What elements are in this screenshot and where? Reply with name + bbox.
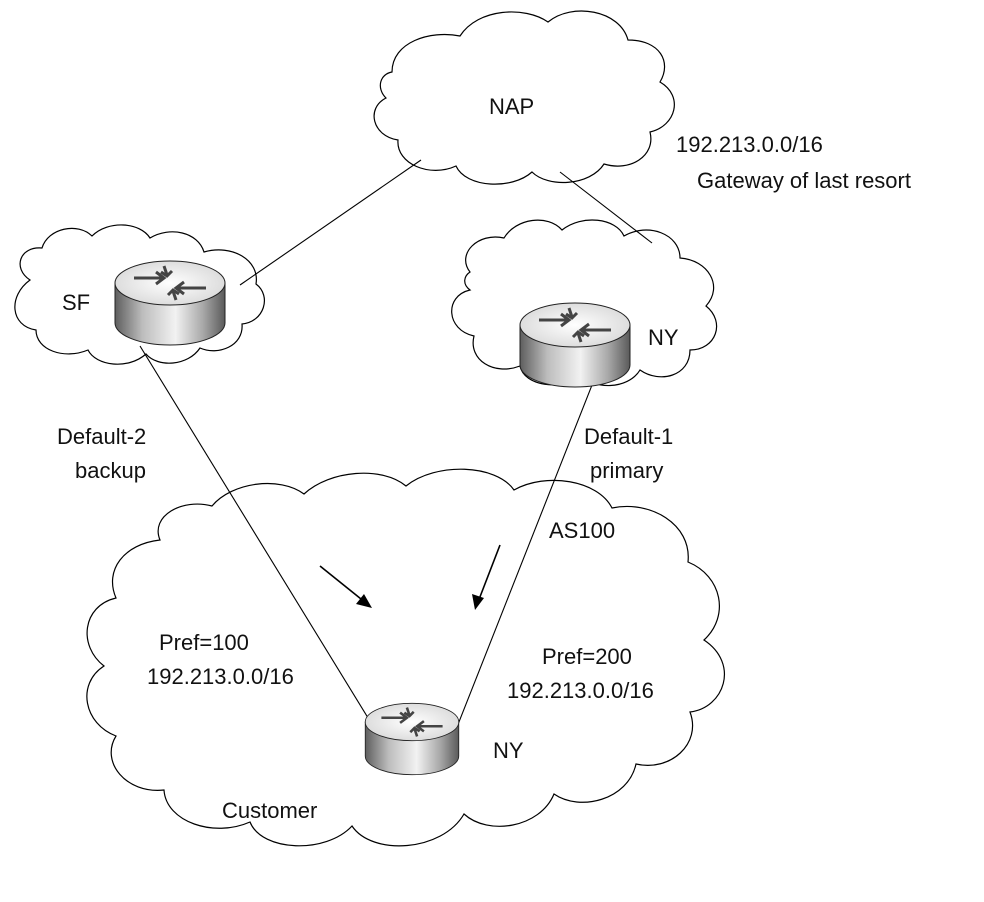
customer-label: Customer bbox=[222, 798, 317, 823]
pref-left-label: Pref=100 bbox=[159, 630, 249, 655]
router-ny-top-label: NY bbox=[648, 325, 679, 350]
default2-label: Default-2 bbox=[57, 424, 146, 449]
as100-label: AS100 bbox=[549, 518, 615, 543]
pref-right-label: Pref=200 bbox=[542, 644, 632, 669]
pref-right-prefix-label: 192.213.0.0/16 bbox=[507, 678, 654, 703]
customer-cloud bbox=[86, 468, 725, 847]
nap-prefix-label: 192.213.0.0/16 bbox=[676, 132, 823, 157]
router-sf-icon bbox=[113, 259, 227, 347]
router-sf-label: SF bbox=[62, 290, 90, 315]
router-ny-customer-label: NY bbox=[493, 738, 524, 763]
router-ny-customer-icon bbox=[363, 702, 461, 776]
default2-backup-label: backup bbox=[75, 458, 146, 483]
ny-cloud-bg bbox=[451, 219, 718, 387]
default1-primary-label: primary bbox=[590, 458, 663, 483]
router-ny-icon bbox=[518, 301, 632, 389]
pref-left-prefix-label: 192.213.0.0/16 bbox=[147, 664, 294, 689]
link-nap-sf bbox=[239, 159, 422, 286]
nap-cloud bbox=[373, 10, 675, 185]
nap-gateway-label: Gateway of last resort bbox=[697, 168, 911, 193]
arrow-primary-icon bbox=[472, 544, 501, 610]
link-sf-customer bbox=[139, 345, 401, 771]
default1-label: Default-1 bbox=[584, 424, 673, 449]
arrow-backup-icon bbox=[319, 565, 372, 608]
nap-label: NAP bbox=[489, 94, 534, 119]
link-nap-ny bbox=[559, 171, 653, 244]
link-ny-customer bbox=[439, 379, 595, 771]
